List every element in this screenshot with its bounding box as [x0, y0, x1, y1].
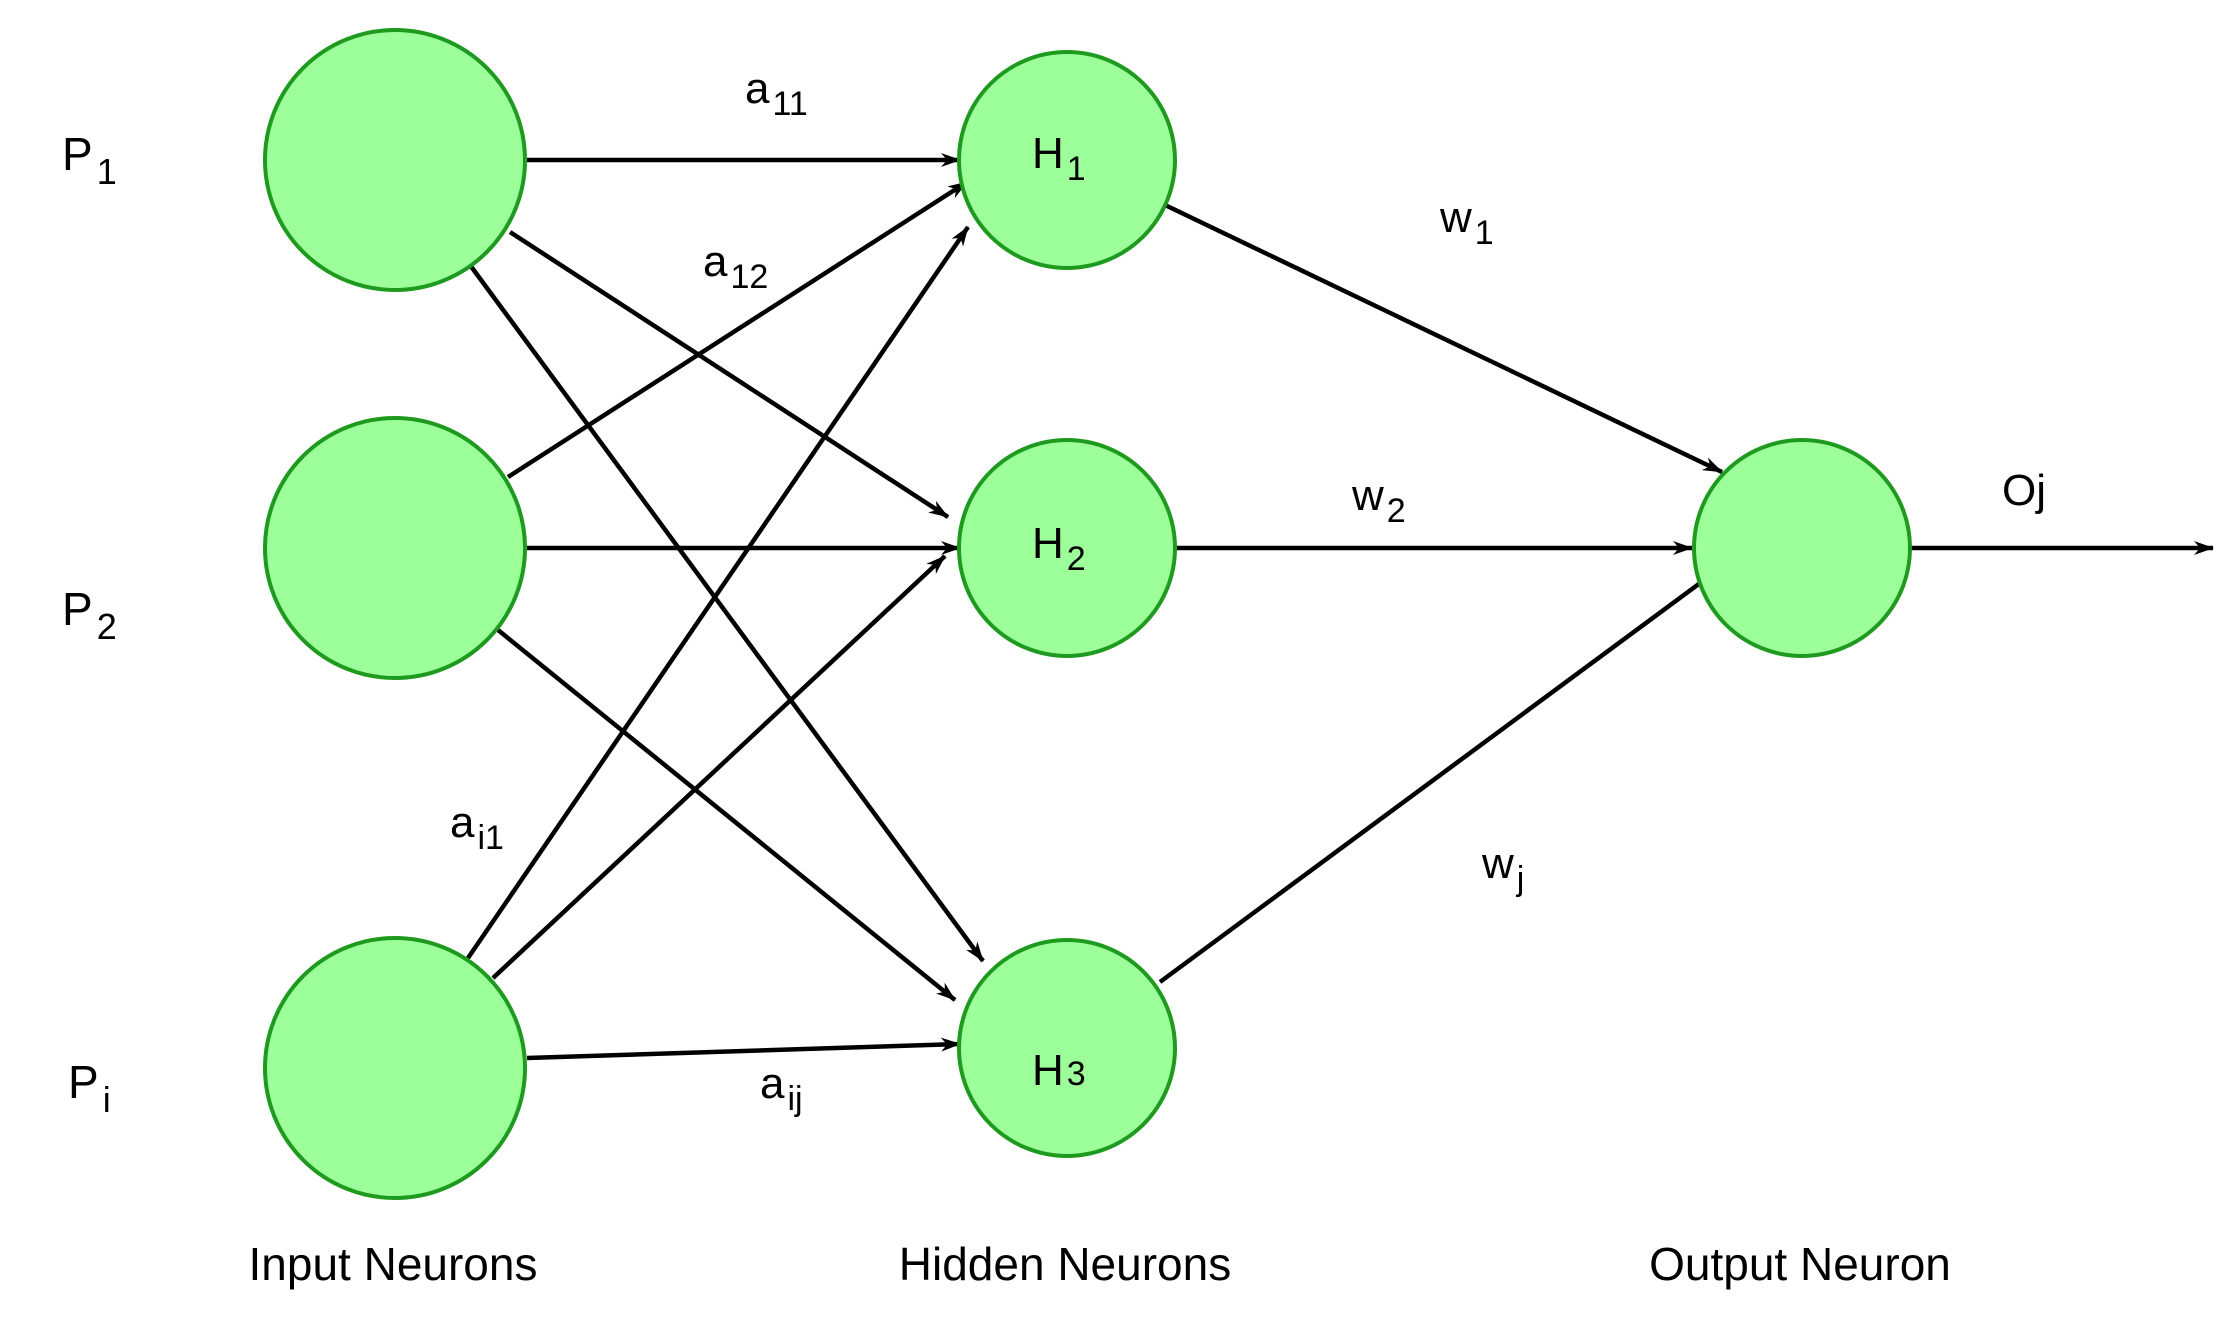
- hidden-label-2: H2: [1032, 519, 1086, 578]
- input-neuron-2: [263, 416, 527, 680]
- weight-label-a12: a12: [703, 237, 768, 296]
- edge-p1-h3: [468, 263, 985, 963]
- output-layer: [1692, 438, 1912, 658]
- weight-label-a11: a11: [745, 64, 808, 123]
- edge-p2-h3: [496, 628, 957, 1002]
- connections: [466, 153, 2214, 1061]
- weight-label-ai1: ai1: [450, 798, 504, 857]
- weight-label-w1: w1: [1439, 193, 1494, 252]
- output-neuron: [1692, 438, 1912, 658]
- hidden-label-1: H1: [1032, 129, 1086, 188]
- input-neuron-i: [263, 936, 527, 1200]
- edge-pi-h2: [491, 554, 947, 980]
- hidden-neuron-3: [957, 938, 1177, 1158]
- caption-output-neuron: Output Neuron: [1649, 1238, 1951, 1290]
- input-neuron-1: [263, 28, 527, 292]
- caption-hidden-neurons: Hidden Neurons: [899, 1238, 1231, 1290]
- edge-pi-h3: [526, 1037, 961, 1061]
- hidden-layer: [957, 50, 1177, 1158]
- input-layer: [263, 28, 527, 1200]
- output-label: Oj: [2002, 466, 2046, 515]
- weight-label-wj: wj: [1481, 839, 1524, 898]
- caption-input-neurons: Input Neurons: [249, 1238, 538, 1290]
- edge-p1-h2: [508, 230, 950, 519]
- hidden-neuron-1: [957, 50, 1177, 270]
- weight-label-w2: w2: [1351, 471, 1406, 530]
- edge-p2-h1: [506, 180, 969, 479]
- edge-h1-out: [1164, 202, 1723, 475]
- hidden-neuron-2: [957, 438, 1177, 658]
- weight-label-aij: aij: [760, 1059, 803, 1118]
- edge-h3-out: [1158, 570, 1717, 984]
- hidden-label-3: H3: [1032, 1046, 1086, 1095]
- edge-pi-h1: [466, 225, 970, 960]
